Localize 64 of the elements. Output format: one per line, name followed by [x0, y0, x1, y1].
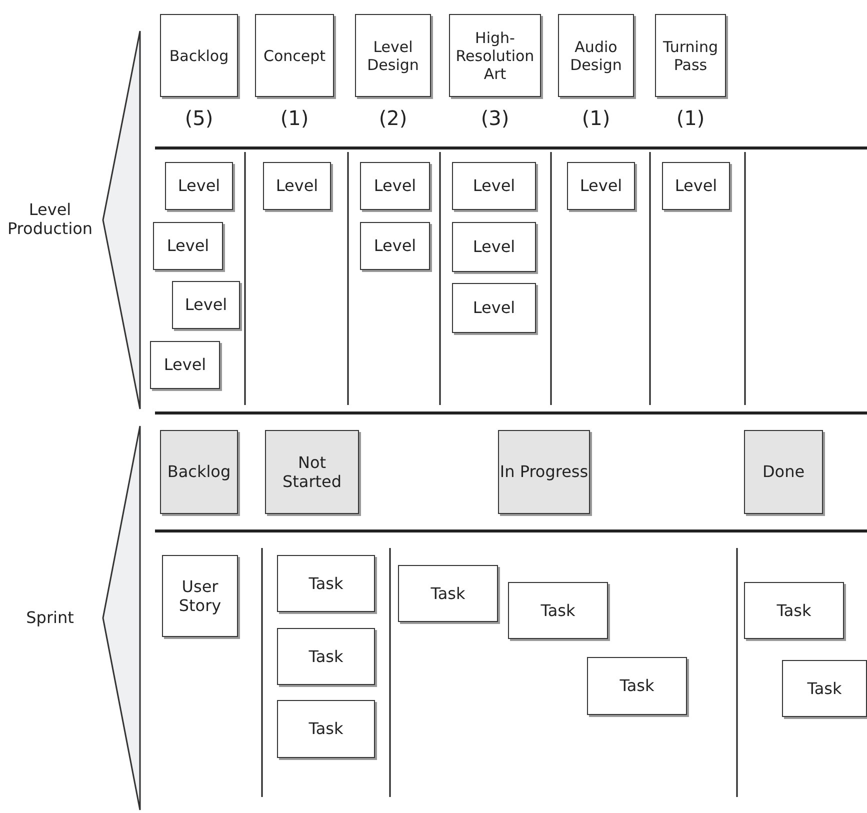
count-label: (1): [279, 106, 310, 130]
card-label: Level Design: [366, 38, 420, 74]
work-card: [150, 341, 220, 389]
work-card: [263, 162, 331, 210]
card-label: Backlog: [167, 462, 231, 482]
work-card: [452, 162, 536, 210]
card-label: Task: [807, 678, 842, 698]
work-card: [452, 222, 536, 272]
status-header-card: [498, 430, 590, 514]
swimlane-label: Level Production: [6, 200, 94, 238]
card-label: Level: [184, 295, 228, 315]
work-card: [277, 628, 375, 685]
card-label: Audio Design: [569, 38, 623, 74]
work-card: [165, 162, 233, 210]
card-label: Task: [620, 676, 654, 696]
card-label: Task: [308, 646, 344, 666]
card-label: High-Resolution Art: [454, 28, 536, 82]
count-label: (5): [184, 106, 214, 130]
card-label: Backlog: [169, 46, 229, 64]
card-label: Level: [166, 236, 210, 256]
status-header-card: [265, 430, 359, 514]
card-label: Task: [308, 574, 344, 594]
count-label: (3): [480, 106, 510, 130]
work-card: [153, 222, 223, 270]
work-card: [567, 162, 635, 210]
card-label: Not Started: [281, 452, 343, 492]
count-label: (1): [580, 106, 612, 130]
card-label: Task: [430, 584, 466, 604]
card-label: Turning Pass: [662, 38, 719, 74]
work-card: [508, 582, 608, 639]
status-header-card: [160, 430, 238, 514]
work-card: [452, 283, 536, 333]
work-card: [587, 657, 687, 715]
work-card: [744, 582, 844, 639]
work-card: [398, 565, 498, 622]
card-label: Level: [164, 355, 206, 375]
card-label: Level: [580, 176, 622, 196]
card-label: Concept: [263, 46, 326, 64]
card-label: Done: [762, 462, 805, 482]
card-label: Level: [374, 176, 416, 196]
count-label: (1): [675, 106, 706, 130]
card-label: Level: [472, 237, 516, 257]
work-card: [277, 700, 375, 758]
card-label: In Progress: [500, 462, 588, 482]
work-card: [360, 222, 430, 270]
status-header-card: [744, 430, 823, 514]
card-label: Task: [308, 719, 344, 739]
card-label: Level: [276, 176, 318, 196]
card-label: Level: [472, 298, 516, 318]
count-label: (2): [378, 106, 408, 130]
work-card: [172, 281, 240, 329]
card-label: Level: [472, 176, 516, 196]
card-label: Level: [674, 176, 718, 196]
swimlane-label: Sprint: [25, 608, 75, 628]
work-card: [162, 555, 238, 637]
card-label: Level: [374, 236, 416, 256]
card-label: User Story: [178, 576, 222, 616]
work-card: [662, 162, 730, 210]
card-label: Task: [540, 600, 576, 620]
card-label: Level: [178, 176, 220, 196]
work-card: [277, 555, 375, 612]
work-card: [782, 660, 867, 717]
work-card: [360, 162, 430, 210]
card-label: Task: [776, 600, 812, 620]
